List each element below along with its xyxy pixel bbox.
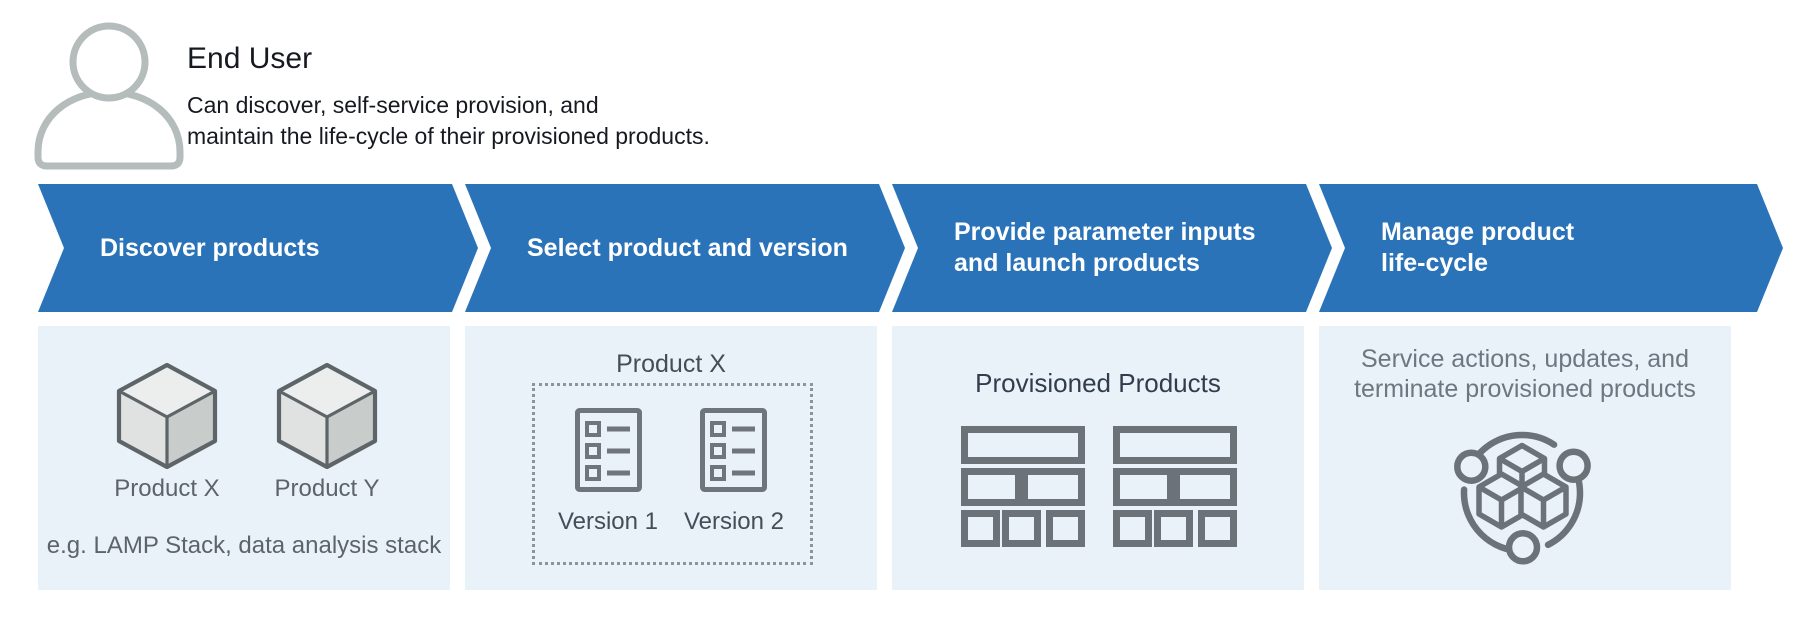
arrow-shape-provision [892, 184, 1332, 312]
manage-description-line-2: terminate provisioned products [1354, 375, 1696, 403]
product-examples-text: e.g. LAMP Stack, data analysis stack [46, 532, 442, 559]
panel-select-product-version: Product X Version 1 Version 2 [465, 326, 877, 590]
product-cube-icon [116, 363, 218, 469]
step-manage-lifecycle: Manage product life-cycle [1381, 184, 1574, 312]
step-label-line: Manage product [1381, 218, 1575, 246]
page-description-line-2: maintain the life-cycle of their provisi… [187, 123, 710, 149]
manage-description-line-1: Service actions, updates, and [1361, 345, 1689, 373]
step-select-product-version: Select product and version [527, 184, 848, 312]
person-icon [34, 22, 184, 170]
step-label-line: Discover products [100, 233, 320, 262]
provisioned-stack-icon [961, 426, 1085, 547]
header: End User Can discover, self-service prov… [187, 42, 710, 152]
process-arrow-band [38, 184, 1783, 312]
step-discover-products: Discover products [100, 184, 320, 312]
step-label-line: Select product and version [527, 233, 848, 262]
service-actions-icon [1454, 431, 1591, 565]
product-x-label: Product X [114, 475, 220, 502]
panel-provisioned-products: Provisioned Products [892, 326, 1304, 590]
panel-discover-products: Product X Product Y e.g. LAMP Stack, dat… [38, 326, 450, 590]
arrow-shape-select [465, 184, 905, 312]
arrow-shape-discover [38, 184, 478, 312]
product-y-label: Product Y [274, 475, 380, 502]
step-provide-inputs-launch: Provide parameter inputs and launch prod… [954, 184, 1255, 312]
provisioned-stack-icon [1113, 426, 1237, 547]
step-label-line: life-cycle [1381, 249, 1489, 277]
product-cube-icon [276, 363, 378, 469]
version-2-label: Version 2 [683, 508, 785, 535]
page-title: End User [187, 42, 313, 75]
step-label-line: and launch products [954, 249, 1200, 277]
arrow-shape-manage [1319, 184, 1783, 312]
manage-description: Service actions, updates, and terminate … [1319, 344, 1731, 404]
version-1-label: Version 1 [557, 508, 659, 535]
provisioned-products-title: Provisioned Products [975, 368, 1221, 398]
version-list-icon [700, 408, 767, 492]
version-list-icon [575, 408, 642, 492]
page-description: Can discover, self-service provision, an… [187, 90, 710, 152]
step-label-line: Provide parameter inputs [954, 218, 1256, 246]
page-description-line-1: Can discover, self-service provision, an… [187, 92, 599, 118]
product-versions-group-box [532, 383, 813, 565]
product-x-title: Product X [616, 350, 726, 378]
panel-manage-lifecycle: Service actions, updates, and terminate … [1319, 326, 1731, 590]
